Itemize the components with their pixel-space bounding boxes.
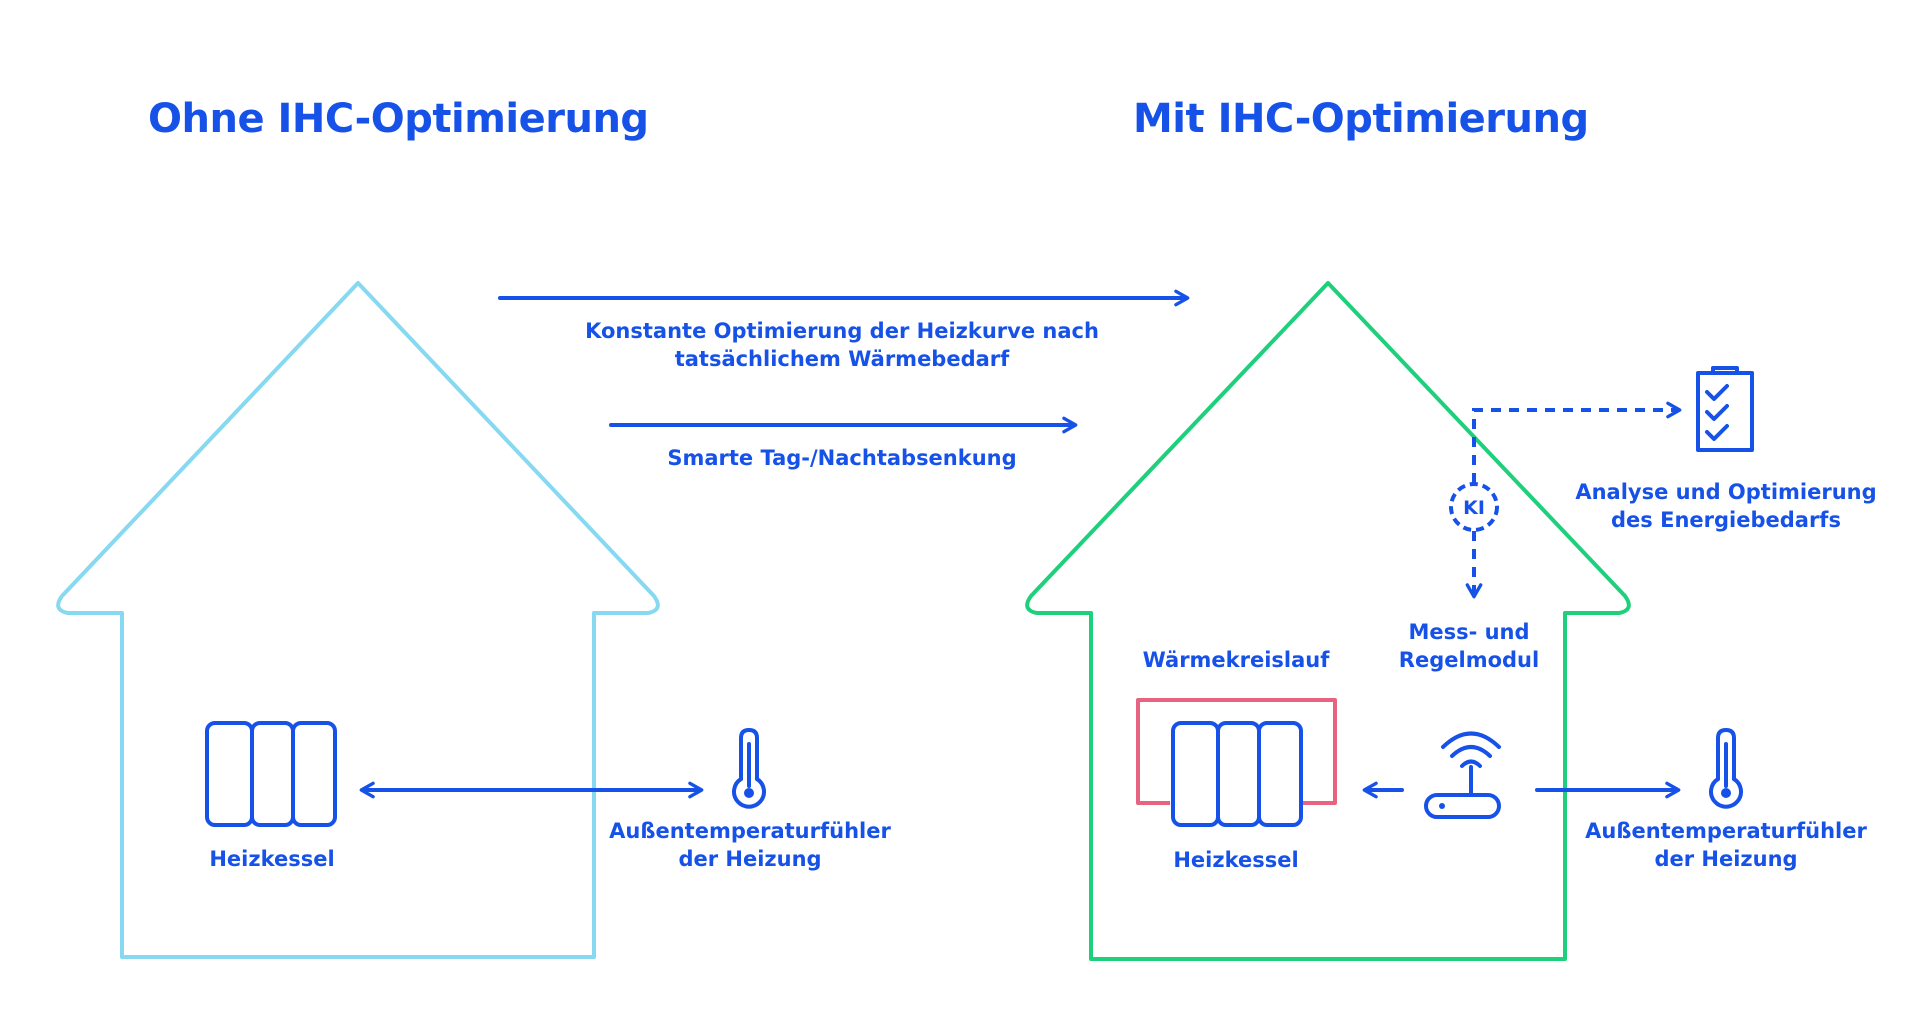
ai-label: KI <box>1463 497 1485 519</box>
heat-circuit-outline <box>1136 698 1337 805</box>
dashed-line-ai-analysis <box>1472 401 1682 483</box>
label-energy-analysis: Analyse und Optimierung des Energiebedar… <box>1575 480 1877 532</box>
label-right-sensor: Außentemperaturfühler der Heizung <box>1585 819 1867 871</box>
label-right-boiler: Heizkessel <box>1173 848 1299 872</box>
left-house-outline <box>56 281 660 959</box>
right-house-outline <box>1025 281 1631 961</box>
label-control-module: Mess- und Regelmodul <box>1398 620 1540 672</box>
thermometer-icon <box>1709 727 1743 809</box>
checklist-icon <box>1696 366 1754 452</box>
label-left-boiler: Heizkessel <box>209 847 335 871</box>
thermometer-icon <box>732 727 766 809</box>
radiator-icon <box>1171 721 1303 827</box>
title-with-optimization: Mit IHC-Optimierung <box>1133 96 1589 142</box>
label-heat-circuit: Wärmekreislauf <box>1142 648 1330 672</box>
radiator-icon <box>205 721 337 827</box>
ai-circle <box>1449 482 1499 532</box>
router-icon <box>1424 731 1501 819</box>
label-night-setback: Smarte Tag-/Nachtabsenkung <box>667 446 1017 470</box>
label-left-sensor: Außentemperaturfühler der Heizung <box>609 819 891 871</box>
label-heating-curve: Konstante Optimierung der Heizkurve nach… <box>585 319 1099 371</box>
title-without-optimization: Ohne IHC-Optimierung <box>148 96 649 142</box>
